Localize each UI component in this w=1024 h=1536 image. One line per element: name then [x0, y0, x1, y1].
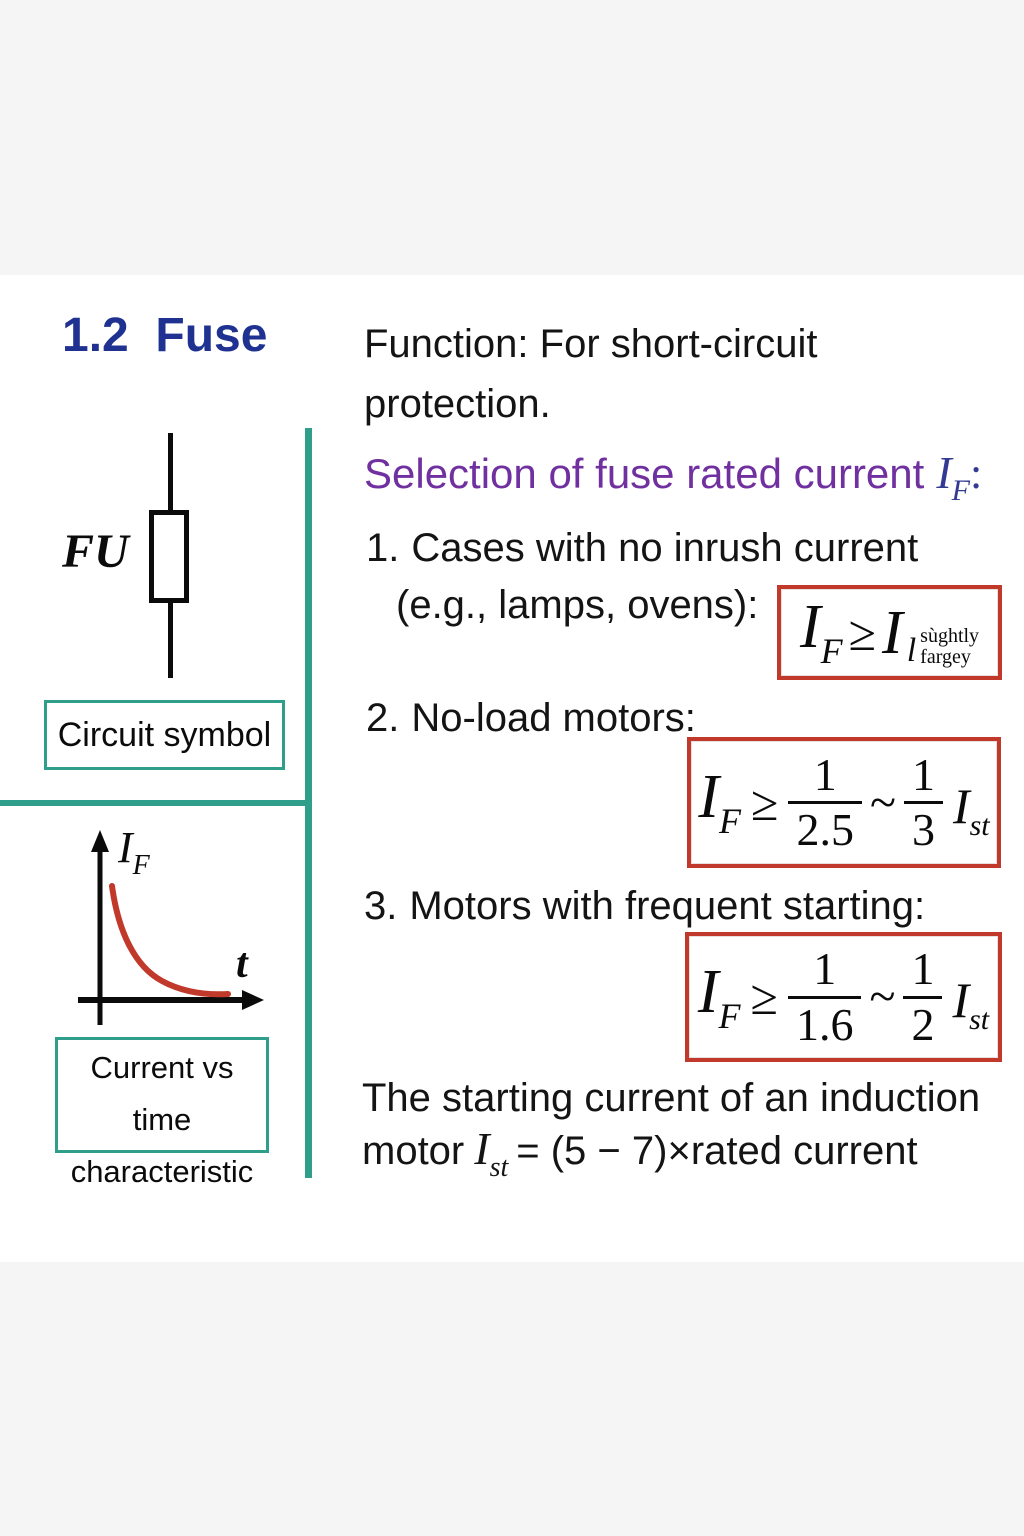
- selection-heading-colon: :: [969, 449, 983, 498]
- y-axis-label: IF: [118, 822, 150, 882]
- formula3-lhs-letter: I: [697, 957, 719, 1026]
- formula3-lhs: IF: [698, 961, 741, 1034]
- formula1-rhs-subscript: l: [906, 632, 917, 669]
- fuse-lead-bottom: [168, 598, 173, 678]
- function-text: Function: For short-circuit protection.: [364, 314, 817, 434]
- selection-heading-text: Selection of fuse rated current: [364, 450, 925, 497]
- formula2-fraction-1: 1 2.5: [788, 748, 862, 855]
- formula2-tail-subscript: st: [969, 808, 990, 842]
- formula3-fraction-2: 1 2: [903, 943, 943, 1049]
- formula3-relation: ≥: [750, 969, 778, 1025]
- rated-current-symbol: IF: [936, 447, 970, 507]
- formula3-fraction-1: 1 1.6: [787, 943, 862, 1049]
- formula2-tail-letter: I: [952, 777, 970, 834]
- list-item-2: 2.No-load motors:: [366, 696, 696, 741]
- starting-current-symbol-subscript: st: [489, 1152, 509, 1183]
- formula3-tail-subscript: st: [969, 1003, 990, 1036]
- current-time-graph: [78, 830, 264, 1025]
- formula3-fraction-2-numerator: 1: [911, 943, 935, 995]
- fuse-lead-top: [168, 433, 173, 513]
- characteristic-caption-line-2: characteristic: [70, 1154, 254, 1189]
- formula2-fraction-1-numerator: 1: [813, 748, 837, 800]
- list-item-2-text: No-load motors:: [411, 696, 696, 740]
- y-axis-label-symbol: I: [118, 823, 133, 872]
- starting-current-suffix: = (5 − 7)×rated current: [516, 1129, 918, 1173]
- horizontal-divider: [0, 800, 305, 806]
- formula2-tilde: ~: [869, 775, 896, 829]
- function-line-1: Function: For short-circuit: [364, 322, 818, 366]
- list-item-1-line-1: 1.Cases with no inrush current: [366, 526, 918, 571]
- formula1-rhs: I: [882, 598, 903, 667]
- formula2-tail: Ist: [953, 781, 990, 841]
- formula2-relation: ≥: [751, 774, 779, 831]
- starting-current-note-line-1: The starting current of an induction: [362, 1076, 981, 1120]
- list-item-1-line-2: (e.g., lamps, ovens):: [396, 583, 759, 627]
- formula1-lhs: IF: [800, 596, 843, 669]
- characteristic-caption-line-1: Current vs time: [90, 1050, 234, 1137]
- formula1-lhs-letter: I: [799, 593, 821, 661]
- formula-no-load: IF ≥ 1 2.5 ~ 1 3 Ist: [687, 737, 1001, 868]
- y-axis-label-subscript: F: [132, 850, 150, 881]
- formula2-lhs-subscript: F: [719, 801, 742, 841]
- formula2-lhs-letter: I: [698, 763, 720, 831]
- formula3-lhs-subscript: F: [718, 995, 741, 1036]
- list-item-1-text: Cases with no inrush current: [411, 526, 919, 570]
- starting-current-prefix: motor: [362, 1129, 465, 1173]
- x-axis-arrowhead: [242, 990, 264, 1010]
- formula1-note-line-2: fargey: [920, 646, 971, 668]
- formula3-tail-letter: I: [952, 972, 970, 1028]
- formula1-note: sùghtly fargey: [920, 626, 979, 668]
- fuse-body-rectangle: [149, 510, 189, 603]
- vertical-divider: [305, 428, 312, 1178]
- formula3-tilde: ~: [869, 970, 896, 1023]
- x-axis-label: t: [236, 941, 248, 987]
- formula-no-inrush: IF ≥ I l sùghtly fargey: [777, 585, 1002, 680]
- rated-current-symbol-letter: I: [936, 447, 952, 498]
- formula2-fraction-2: 1 3: [903, 748, 943, 855]
- formula2-lhs: IF: [698, 766, 741, 839]
- list-item-2-number: 2.: [366, 696, 400, 740]
- starting-current-symbol: Ist: [474, 1123, 508, 1183]
- formula1-relation: ≥: [848, 604, 877, 661]
- list-item-1-number: 1.: [366, 526, 400, 570]
- page-title: 1.2 Fuse: [62, 309, 268, 362]
- rated-current-symbol-subscript: F: [951, 474, 970, 507]
- list-item-3: 3.Motors with frequent starting:: [364, 884, 925, 929]
- starting-current-symbol-letter: I: [474, 1123, 490, 1174]
- circuit-symbol-caption: Circuit symbol: [44, 700, 285, 770]
- formula2-fraction-1-denominator: 2.5: [788, 801, 862, 854]
- formula2-fraction-2-numerator: 1: [911, 748, 935, 800]
- formula1-note-line-1: sùghtly: [920, 625, 980, 647]
- formula3-fraction-1-denominator: 1.6: [787, 995, 862, 1049]
- fuse-melting-curve: [109, 883, 231, 998]
- y-axis-arrowhead: [91, 830, 109, 852]
- fuse-designator-label: FU: [62, 525, 129, 578]
- formula3-fraction-2-denominator: 2: [903, 995, 943, 1049]
- function-line-2: protection.: [364, 382, 551, 426]
- list-item-3-number: 3.: [364, 884, 398, 928]
- formula3-tail: Ist: [952, 975, 989, 1035]
- formula3-fraction-1-numerator: 1: [813, 943, 837, 995]
- formula1-lhs-subscript: F: [820, 631, 843, 671]
- list-item-3-text: Motors with frequent starting:: [409, 884, 926, 928]
- formula-frequent-starting: IF ≥ 1 1.6 ~ 1 2 Ist: [685, 932, 1002, 1062]
- characteristic-caption: Current vs time characteristic: [55, 1037, 269, 1189]
- formula2-fraction-2-denominator: 3: [903, 801, 943, 854]
